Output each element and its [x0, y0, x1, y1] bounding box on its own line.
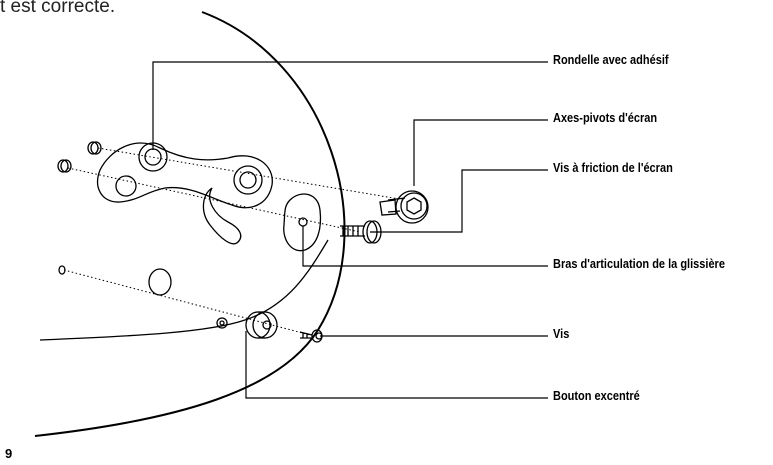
leader-slide-arm [302, 226, 548, 267]
housing-hole [148, 268, 172, 296]
pin-middle [57, 159, 72, 173]
intro-text: t est correcte. [0, 0, 116, 17]
label-screw: Vis [553, 327, 570, 341]
axis-lines [63, 147, 406, 336]
pivot-axle-part [379, 190, 429, 224]
housing-inner-curve [39, 239, 329, 341]
hinge-bracket [96, 142, 273, 209]
leader-friction-screw [380, 169, 548, 233]
friction-screw-part [340, 220, 382, 244]
label-washer: Rondelle avec adhésif [553, 53, 669, 67]
label-pivot-axes: Axes-pivots d'écran [553, 111, 658, 125]
small-washer-part [216, 317, 228, 329]
eccentric-knob-part [245, 311, 278, 339]
label-slide-arm: Bras d'articulation de la glissière [553, 257, 725, 271]
leader-washer [152, 61, 548, 150]
leader-eccentric-knob [245, 331, 548, 399]
leader-pivot-axes [413, 119, 548, 186]
leader-lines [152, 61, 548, 399]
housing-outer-curve [34, 11, 346, 437]
page-number: 9 [5, 446, 13, 461]
slot-piece [202, 187, 242, 245]
label-friction-screw: Vis à friction de l'écran [553, 161, 673, 175]
label-eccentric-knob: Bouton excentré [553, 389, 640, 403]
